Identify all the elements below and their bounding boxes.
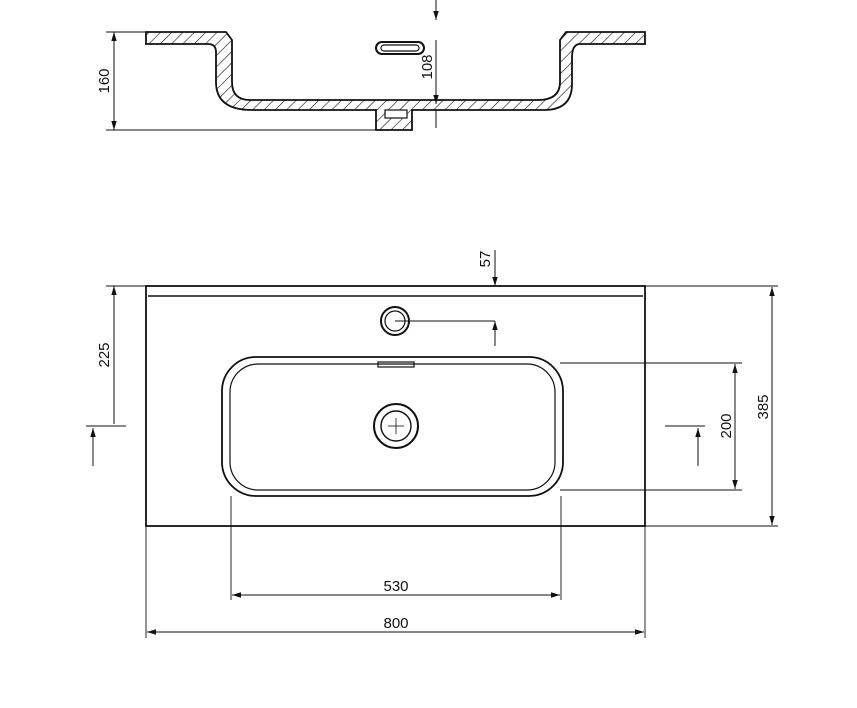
dim-section-height-160: 160 xyxy=(96,68,113,93)
bowl-outer xyxy=(221,356,564,497)
basin-section-profile xyxy=(145,31,646,131)
plan-view: 57 225 200 385 530 800 xyxy=(86,250,778,638)
drain-inner xyxy=(380,410,412,442)
overflow-slot-inner xyxy=(380,44,420,52)
dim-width-total-800: 800 xyxy=(383,615,408,632)
overflow-slot-top xyxy=(377,361,415,368)
overflow-slot xyxy=(375,41,425,55)
dim-tap-offset-57: 57 xyxy=(477,251,494,268)
dim-centre-depth-225: 225 xyxy=(96,342,113,367)
dim-depth-total-385: 385 xyxy=(755,394,772,419)
dim-bowl-width-530: 530 xyxy=(383,578,408,595)
dim-bowl-depth-200: 200 xyxy=(718,413,735,438)
dim-section-depth-108: 108 xyxy=(419,54,436,79)
section-view: 160 108 xyxy=(96,0,646,131)
bowl-inner xyxy=(229,363,556,491)
waste-outlet xyxy=(384,109,408,119)
drain-outer xyxy=(373,403,419,449)
basin-outline xyxy=(145,285,646,527)
